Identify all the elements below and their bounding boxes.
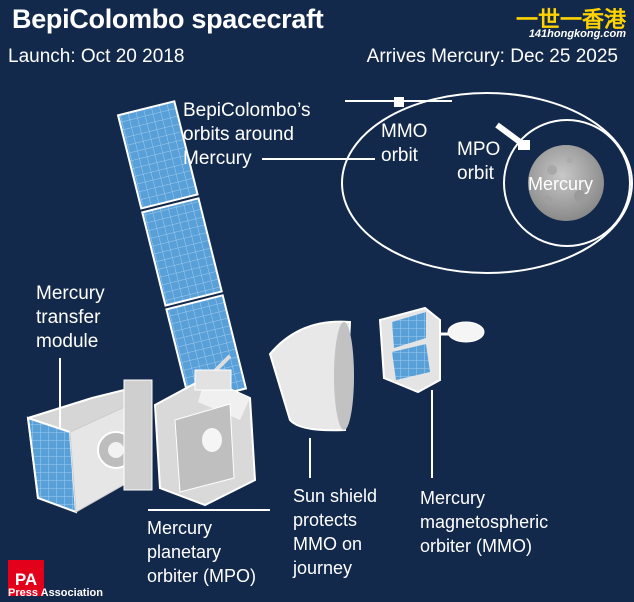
mpo-orbit-path — [503, 119, 631, 247]
crater — [544, 196, 552, 204]
mmo-spacecraft-art — [378, 306, 485, 394]
mmo-orbit-label: MMO orbit — [381, 121, 428, 166]
mmo-orbit-path — [341, 92, 633, 274]
label-leaders — [59, 358, 433, 511]
sun-shield-art — [268, 320, 354, 432]
watermark-url: 141hongkong.com — [528, 28, 626, 40]
mercury-planet-label: Mercury — [528, 174, 594, 194]
mpo-label: Mercury planetary orbiter (MPO) — [147, 518, 257, 586]
page-title: BepiColombo spacecraft — [12, 4, 324, 34]
mpo-body-art — [153, 369, 257, 507]
orbits-caption: BepiColombo’s orbits around Mercury — [183, 100, 311, 169]
pa-logo: PA — [8, 560, 44, 596]
mpo-solar-array — [116, 100, 248, 404]
arrival-date: Arrives Mercury: Dec 25 2025 — [366, 46, 618, 67]
mpo-orbit-satellite — [495, 122, 530, 150]
crater — [574, 190, 586, 202]
mmo-orbit-satellite — [345, 97, 452, 107]
transfer-module-art — [26, 379, 153, 514]
mmo-label: Mercury magnetospheric orbiter (MMO) — [420, 488, 549, 556]
crater — [567, 157, 573, 163]
mpo-orbit-label: MPO orbit — [457, 139, 501, 184]
watermark-backdrop — [506, 0, 634, 42]
crater — [547, 165, 557, 175]
sun-shield-label: Sun shield protects MMO on journey — [293, 486, 378, 578]
launch-date: Launch: Oct 20 2018 — [8, 46, 185, 67]
orbit-diagram — [341, 92, 633, 274]
transfer-module-label: Mercury transfer module — [36, 283, 105, 352]
credit-text: Press Association — [8, 587, 103, 599]
watermark-chinese: 一世一香港 — [515, 8, 626, 33]
